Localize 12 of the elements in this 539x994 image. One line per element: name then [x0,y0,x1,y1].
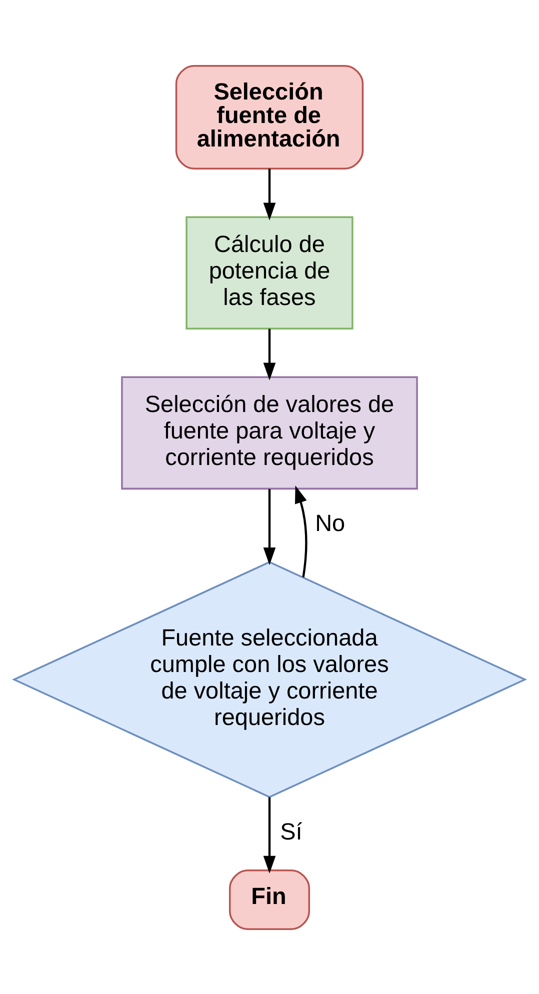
arrow [263,328,276,380]
node-box: Selección fuente de alimentación [175,64,364,170]
edge-label: Sí [280,818,302,844]
arrow [263,488,276,565]
arrow [263,168,276,220]
node-diamond: Fuente seleccionada cumple con los valores de voltaje y corriente requeridos [12,560,528,798]
arrow [263,796,276,874]
node-box: Cálculo de potencia de las fases [186,216,354,330]
node-box: Selección de valores de fuente para voltaje y corriente requeridos [121,376,418,490]
node-box: Fin [228,869,310,930]
edge-label: No [315,509,346,536]
arrow [294,485,308,577]
